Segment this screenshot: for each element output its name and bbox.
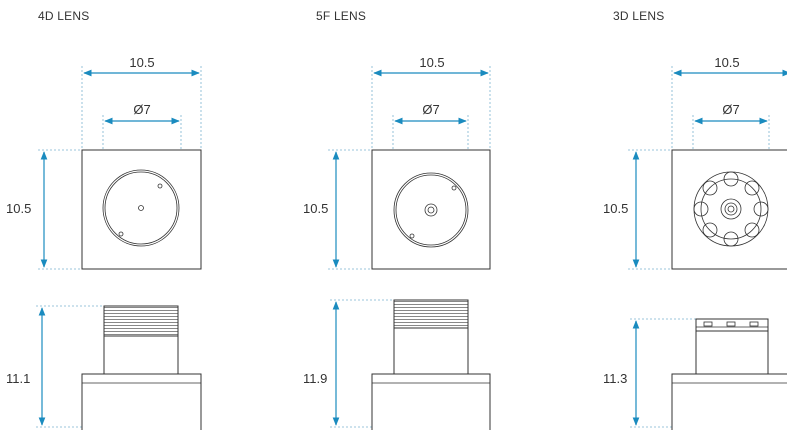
side-height-label: 11.3 <box>603 371 627 386</box>
width-label: 10.5 <box>129 55 154 70</box>
height-label: 10.5 <box>303 201 328 216</box>
lens-3d-front-view: 10.5 Ø7 10.5 <box>603 55 787 270</box>
width-label: 10.5 <box>714 55 739 70</box>
side-height-label: 11.1 <box>6 371 30 386</box>
lens-title-4d: 4D LENS <box>38 9 90 23</box>
lens-4d-side-view: 11.1 <box>6 305 202 430</box>
diameter-label: Ø7 <box>722 102 739 117</box>
lens-title-3d: 3D LENS <box>613 9 665 23</box>
lens-4d-front-view: 10.5 Ø7 10.5 <box>6 55 202 270</box>
side-height-label: 11.9 <box>303 371 327 386</box>
lens-3d-side-view: 11.3 <box>603 318 787 430</box>
lens-title-5f: 5F LENS <box>316 9 367 23</box>
diameter-label: Ø7 <box>422 102 439 117</box>
height-label: 10.5 <box>6 201 31 216</box>
diameter-label: Ø7 <box>133 102 150 117</box>
width-label: 10.5 <box>419 55 444 70</box>
height-label: 10.5 <box>603 201 628 216</box>
lens-5f-side-view: 11.9 <box>303 299 491 430</box>
lens-5f-front-view: 10.5 Ø7 10.5 <box>303 55 491 270</box>
